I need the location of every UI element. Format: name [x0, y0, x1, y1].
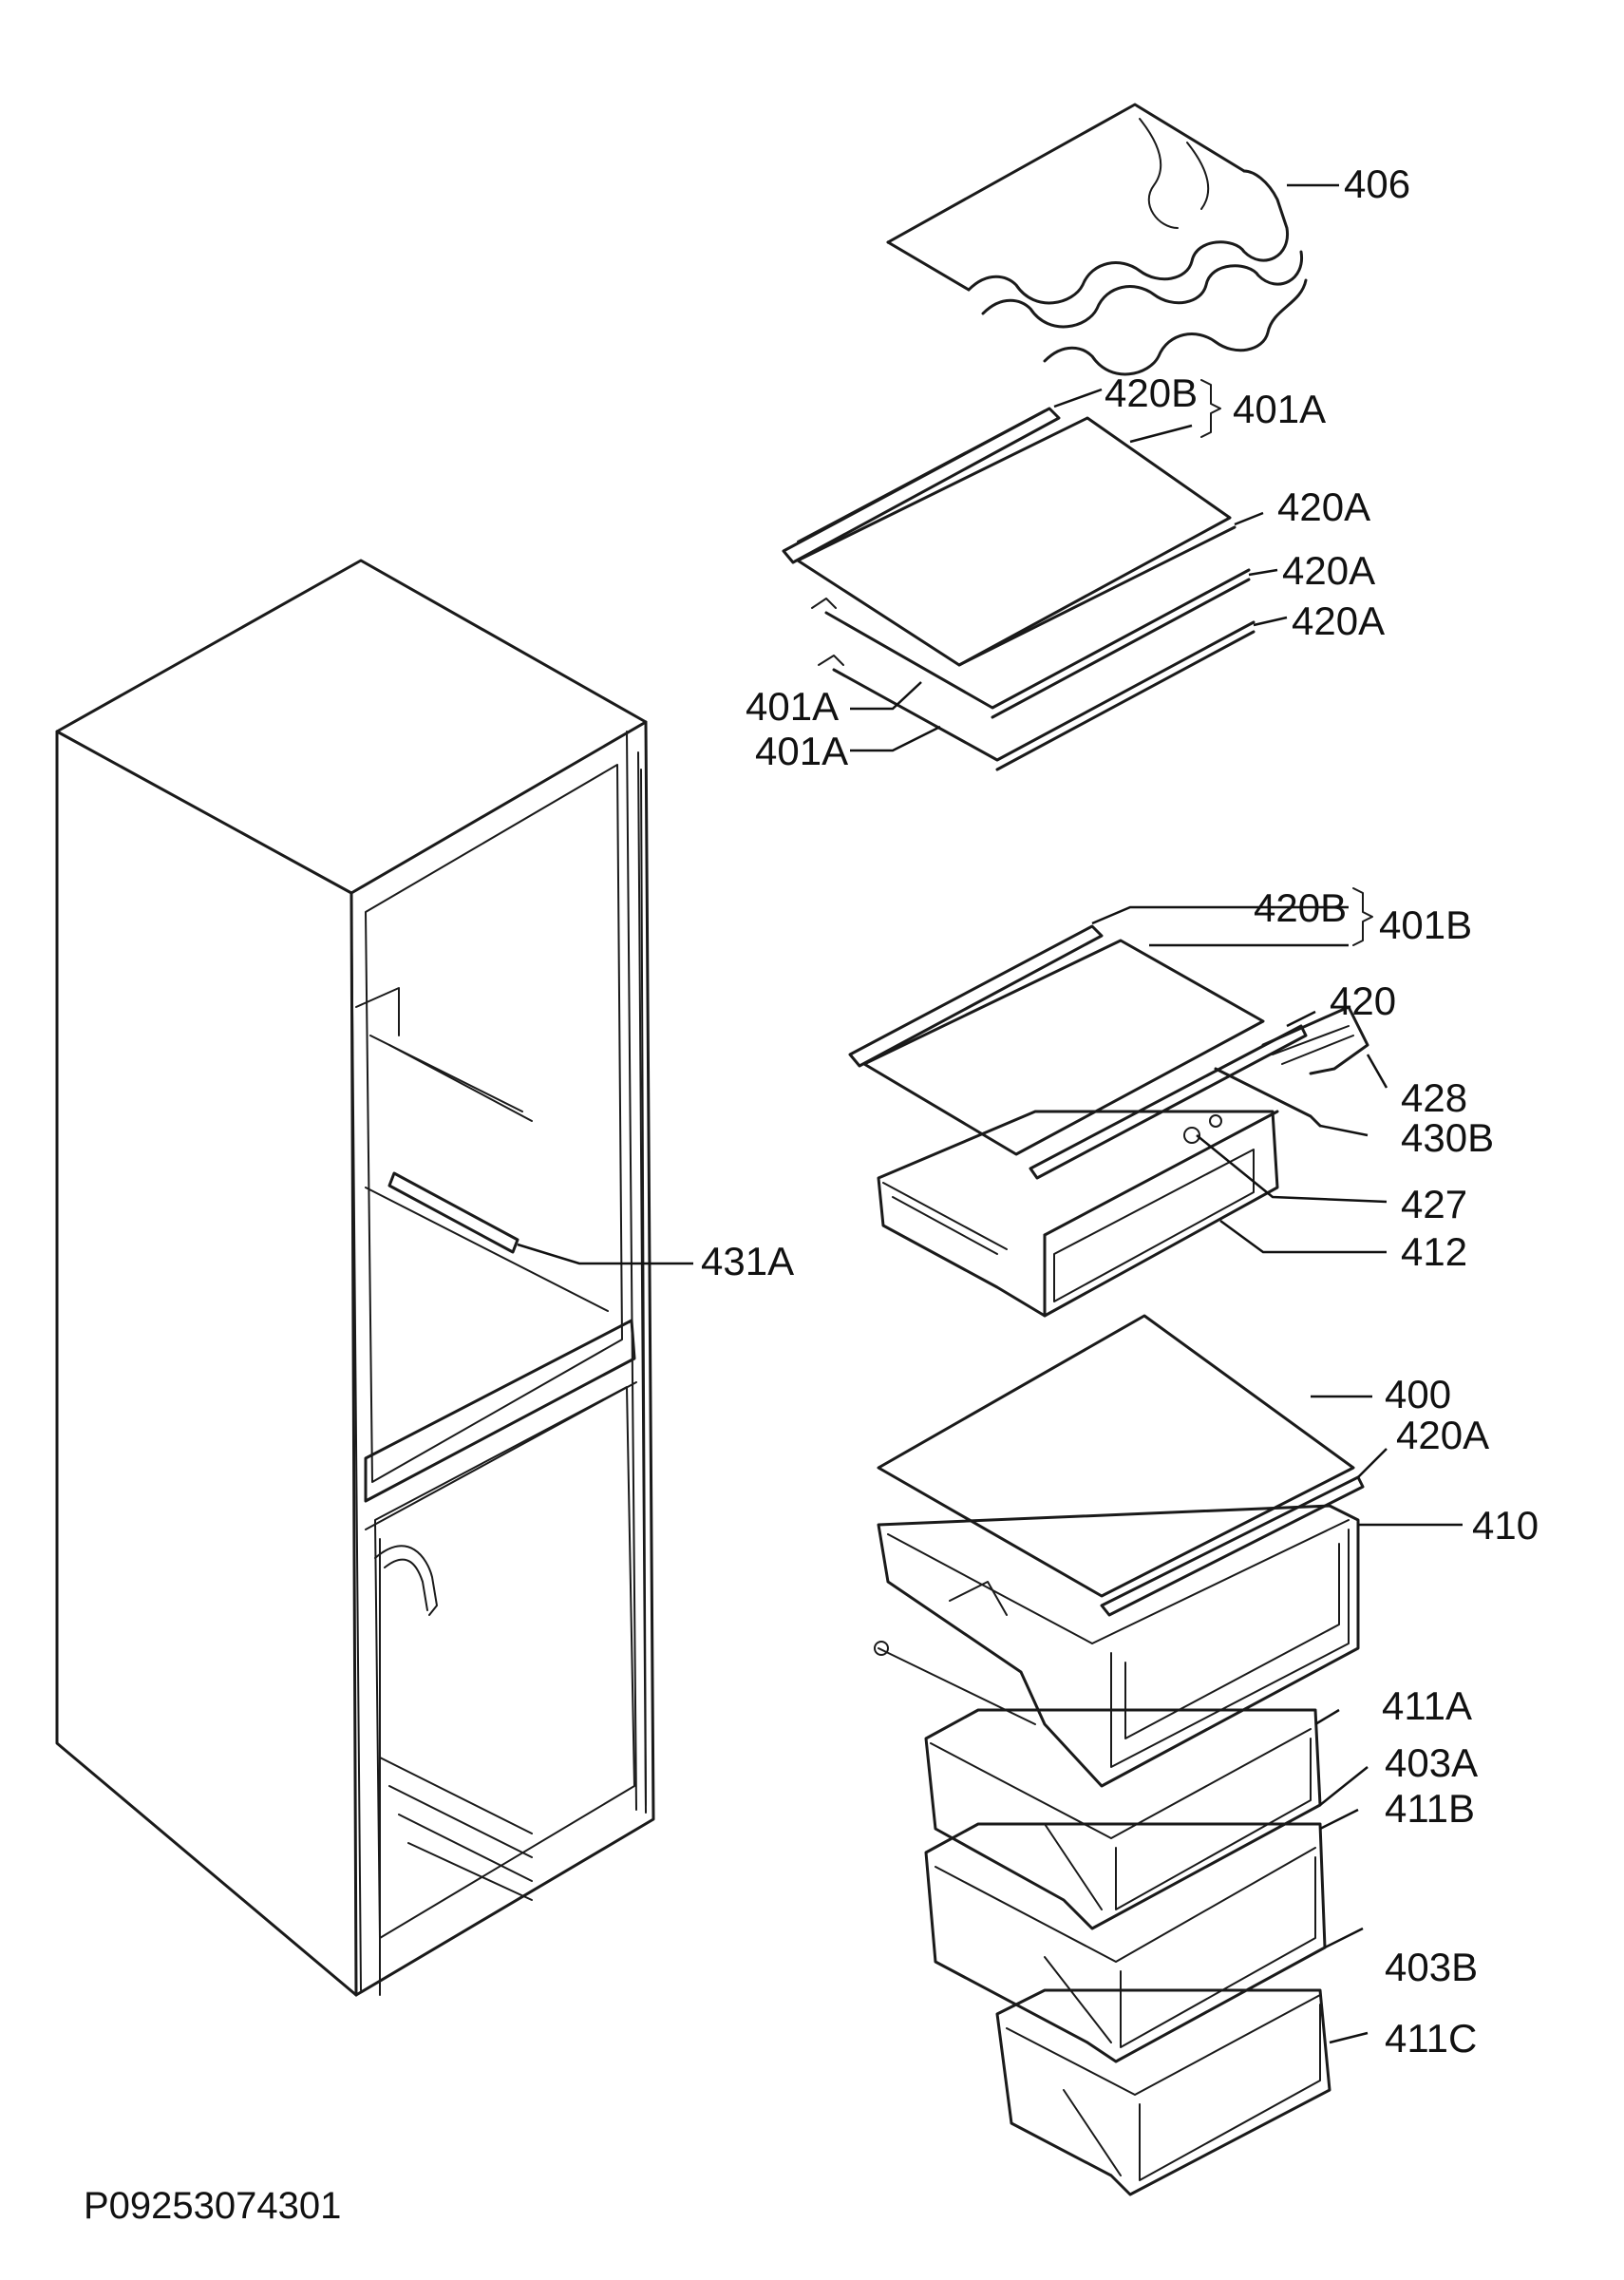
callout-420A-second: 420A	[1282, 548, 1375, 593]
callout-411A: 411A	[1382, 1683, 1472, 1728]
callout-401B-group: 401B	[1379, 902, 1472, 947]
fridge-cabinet	[55, 559, 655, 1997]
callout-420A-third: 420A	[1292, 598, 1385, 643]
callout-420: 420	[1330, 978, 1396, 1023]
callout-400: 400	[1385, 1372, 1451, 1416]
callout-420A-lower: 420A	[1396, 1413, 1489, 1457]
callout-431A: 431A	[701, 1239, 794, 1283]
callout-420B-lower: 420B	[1254, 885, 1347, 930]
callout-410: 410	[1472, 1503, 1539, 1548]
callout-labels: 406 420B 401A 420A 420A 420A 401A 401A 4…	[701, 162, 1539, 2061]
glass-shelf-set-401A	[782, 407, 1256, 771]
callout-420B-upper: 420B	[1105, 370, 1198, 415]
callout-412: 412	[1401, 1229, 1467, 1274]
callout-401A-first: 401A	[746, 684, 839, 729]
callout-430B: 430B	[1401, 1115, 1494, 1160]
leader-lines	[517, 183, 1463, 2044]
callout-403A: 403A	[1385, 1740, 1478, 1785]
callout-406: 406	[1344, 162, 1410, 206]
callout-427: 427	[1401, 1182, 1467, 1226]
wine-rack-406	[886, 103, 1308, 376]
callout-428: 428	[1401, 1075, 1467, 1120]
crisper-cover-and-drawers	[874, 1314, 1365, 2196]
shelf-and-drawer-401B-412	[848, 924, 1369, 1318]
callout-401A-group: 401A	[1233, 387, 1326, 431]
callout-411C: 411C	[1385, 2016, 1477, 2061]
callout-401A-second: 401A	[755, 729, 848, 773]
callout-420A-first: 420A	[1277, 484, 1370, 529]
callout-403B: 403B	[1385, 1945, 1478, 1989]
document-id: P09253074301	[84, 2185, 341, 2227]
callout-411B: 411B	[1385, 1786, 1475, 1831]
